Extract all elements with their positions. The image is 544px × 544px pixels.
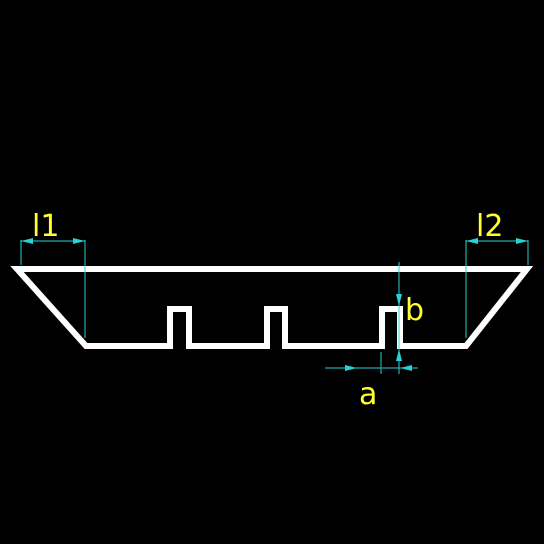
dimension-a: a xyxy=(325,352,412,412)
trough-profile-outline xyxy=(10,266,534,349)
dimension-b: b xyxy=(382,262,424,372)
dimension-l2: l2 xyxy=(465,209,529,338)
b-arrow-top xyxy=(396,294,402,306)
l1-label: l1 xyxy=(32,209,59,244)
l1-arrow-left xyxy=(21,238,33,244)
l2-label: l2 xyxy=(476,209,503,244)
l2-arrow-right xyxy=(516,238,528,244)
a-label: a xyxy=(359,377,377,412)
a-arrow-right xyxy=(400,365,412,371)
dimension-l1: l1 xyxy=(20,209,86,338)
l2-arrow-left xyxy=(466,238,478,244)
a-arrow-left xyxy=(345,365,357,371)
l1-arrow-right xyxy=(73,238,85,244)
b-label: b xyxy=(405,293,424,328)
